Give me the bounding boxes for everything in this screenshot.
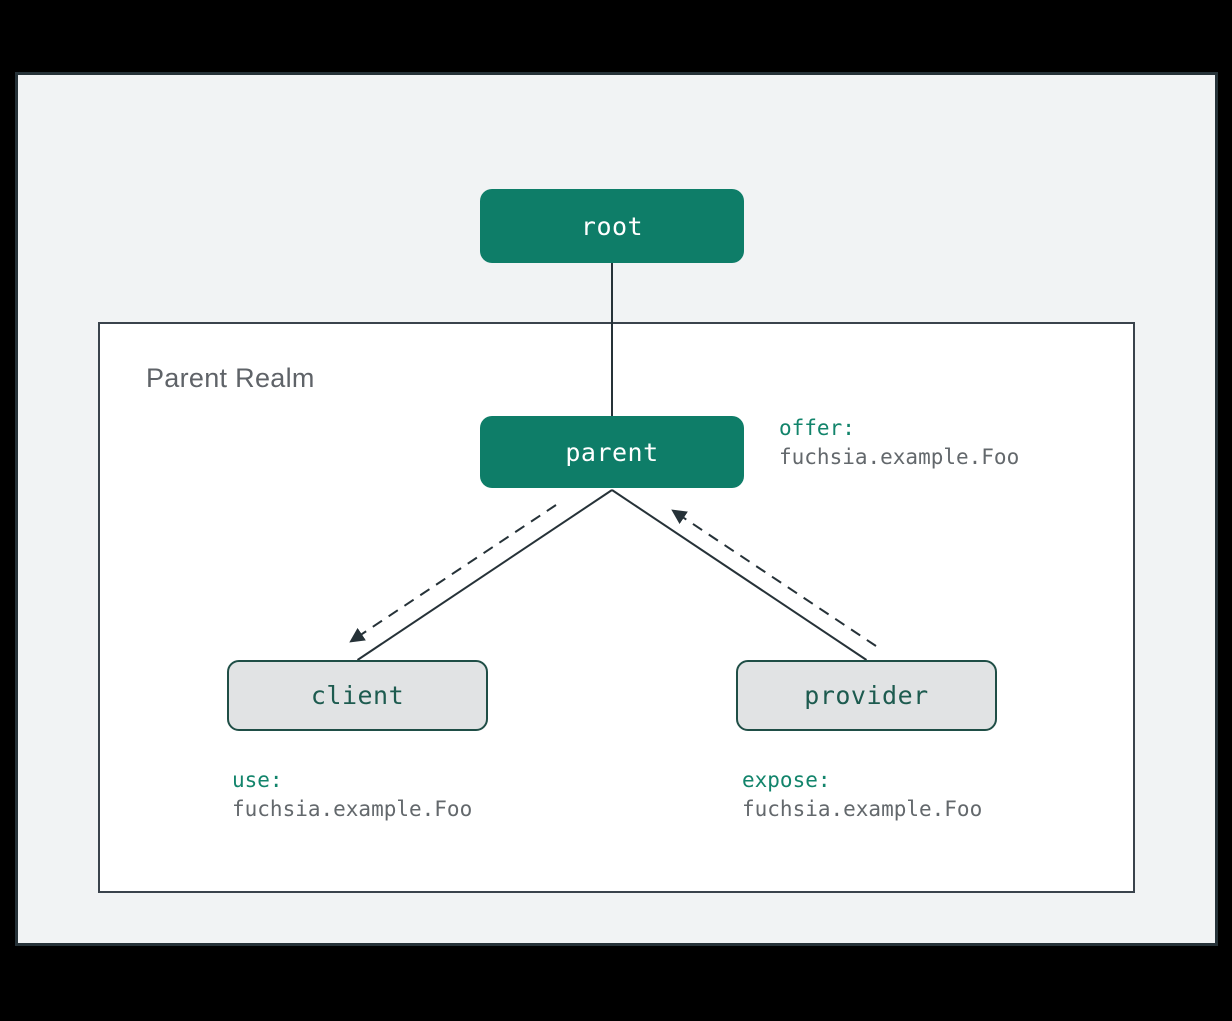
node-client-label: client — [310, 681, 405, 710]
offer-value: fuchsia.example.Foo — [779, 445, 1020, 469]
offer-annotation: offer: fuchsia.example.Foo — [779, 414, 1019, 472]
use-annotation: use: fuchsia.example.Foo — [232, 766, 472, 824]
node-root-label: root — [580, 211, 644, 241]
node-root: root — [480, 189, 744, 263]
offer-keyword: offer: — [779, 416, 855, 440]
node-parent: parent — [480, 416, 744, 488]
node-parent-label: parent — [565, 437, 659, 467]
expose-value: fuchsia.example.Foo — [742, 797, 983, 821]
use-value: fuchsia.example.Foo — [232, 797, 473, 821]
node-client: client — [227, 660, 488, 731]
expose-keyword: expose: — [742, 768, 831, 792]
expose-annotation: expose: fuchsia.example.Foo — [742, 766, 982, 824]
node-provider: provider — [736, 660, 997, 731]
node-provider-label: provider — [804, 681, 929, 710]
use-keyword: use: — [232, 768, 283, 792]
parent-realm-label: Parent Realm — [146, 363, 315, 393]
